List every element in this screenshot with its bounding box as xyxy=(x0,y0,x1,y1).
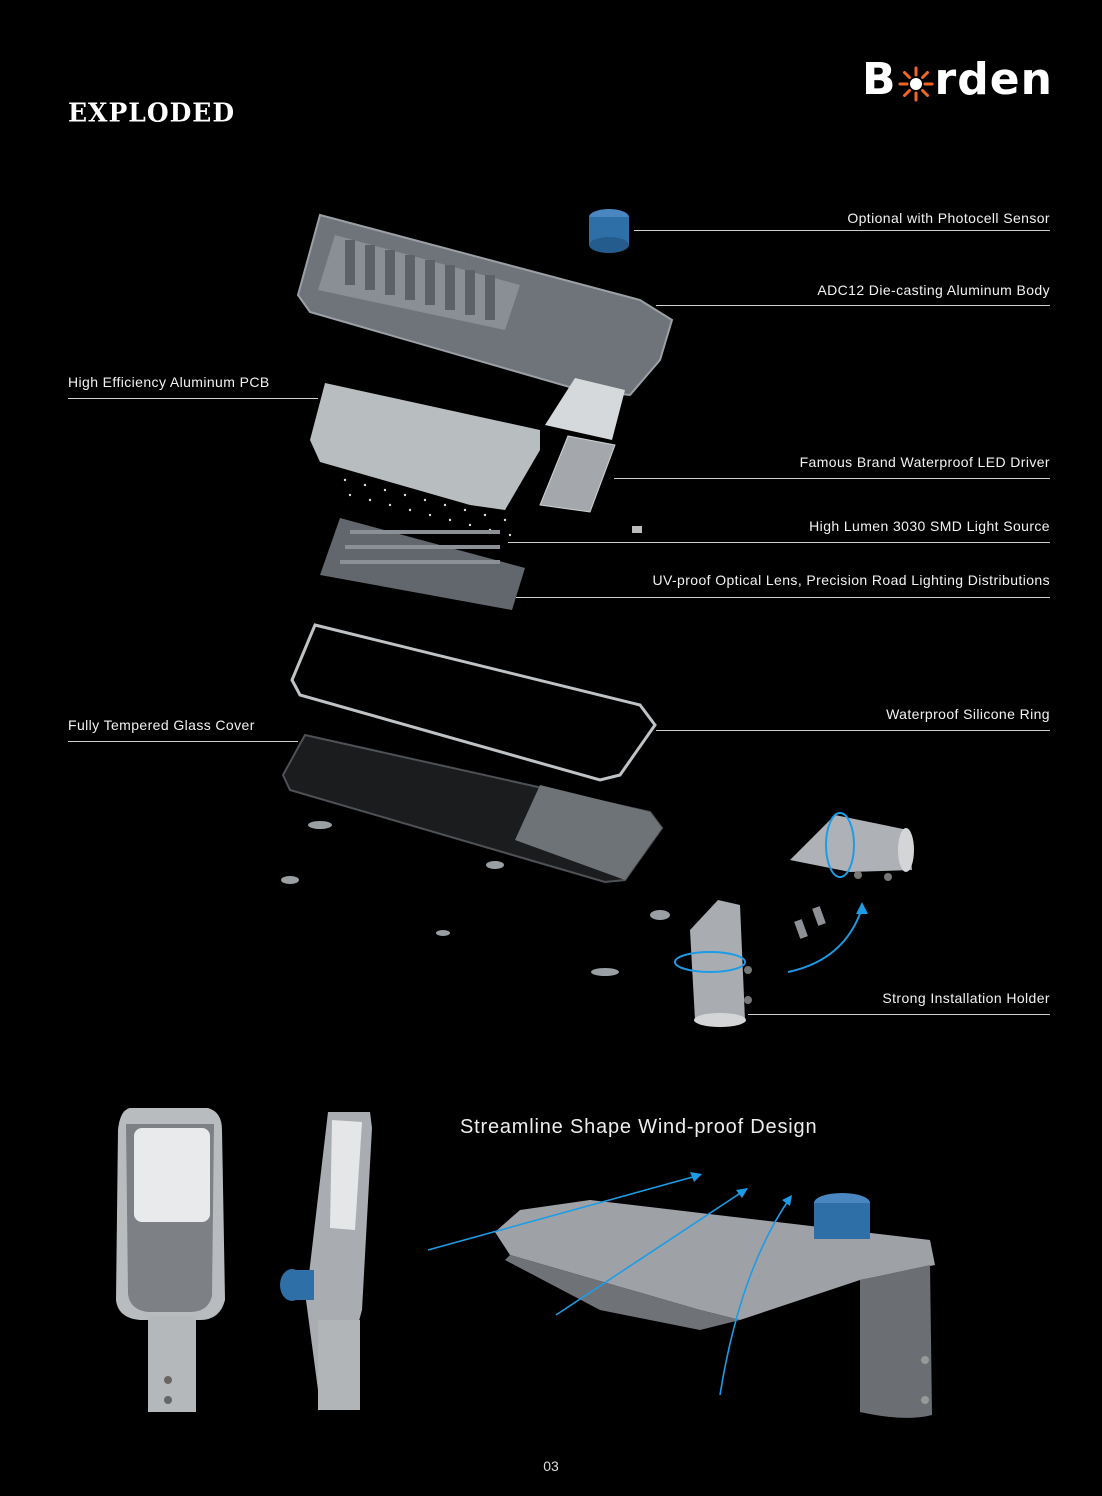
callout-pcb: High Efficiency Aluminum PCB xyxy=(68,374,270,390)
brand-logo-text-start: B xyxy=(862,54,897,105)
rotation-arrow-head xyxy=(856,902,868,914)
callout-line-body xyxy=(656,305,1050,306)
led-driver-part xyxy=(539,435,642,533)
page-title: EXPLODED xyxy=(68,97,236,128)
sun-icon xyxy=(898,62,934,101)
callout-line-pcb xyxy=(68,398,318,399)
installation-holder-part xyxy=(674,900,752,1027)
installation-holder-rotated-part xyxy=(790,812,914,881)
rotation-arrow xyxy=(787,907,863,973)
callout-body: ADC12 Die-casting Aluminum Body xyxy=(817,282,1050,298)
brand-logo: B rden xyxy=(862,54,1053,105)
callout-line-glass xyxy=(68,741,298,742)
callout-photocell: Optional with Photocell Sensor xyxy=(847,210,1050,226)
callout-line-driver xyxy=(614,478,1050,479)
photocell-sensor-part xyxy=(589,209,629,253)
callout-line-lens xyxy=(516,597,1050,598)
bolts-part xyxy=(794,906,826,939)
callout-line-ring xyxy=(656,730,1050,731)
aluminum-pcb-part xyxy=(310,378,625,510)
mounting-clips-part xyxy=(281,821,670,976)
optical-lens-part xyxy=(320,518,525,610)
callout-line-photocell xyxy=(634,230,1050,231)
side-view-lamp xyxy=(280,1112,372,1410)
callout-glass: Fully Tempered Glass Cover xyxy=(68,717,255,733)
callout-lens: UV-proof Optical Lens, Precision Road Li… xyxy=(652,572,1050,588)
callout-holder: Strong Installation Holder xyxy=(882,990,1050,1006)
silicone-ring-part xyxy=(290,623,657,782)
brand-logo-text-end: rden xyxy=(934,54,1053,105)
callout-line-light-source xyxy=(508,542,1050,543)
front-view-lamp xyxy=(116,1108,225,1412)
callout-driver: Famous Brand Waterproof LED Driver xyxy=(799,454,1050,470)
wind-arrow-heads xyxy=(690,1172,792,1206)
callout-light-source: High Lumen 3030 SMD Light Source xyxy=(809,518,1050,534)
perspective-view-lamp xyxy=(495,1193,935,1418)
glass-cover-part xyxy=(281,733,664,884)
callout-line-holder xyxy=(748,1014,1050,1015)
wind-arrows xyxy=(427,1174,791,1396)
section-subtitle: Streamline Shape Wind-proof Design xyxy=(460,1116,818,1138)
aluminum-body-part xyxy=(296,213,674,397)
smd-light-source-part xyxy=(343,478,512,537)
page-number: 03 xyxy=(543,1458,559,1474)
callout-ring: Waterproof Silicone Ring xyxy=(886,706,1050,722)
